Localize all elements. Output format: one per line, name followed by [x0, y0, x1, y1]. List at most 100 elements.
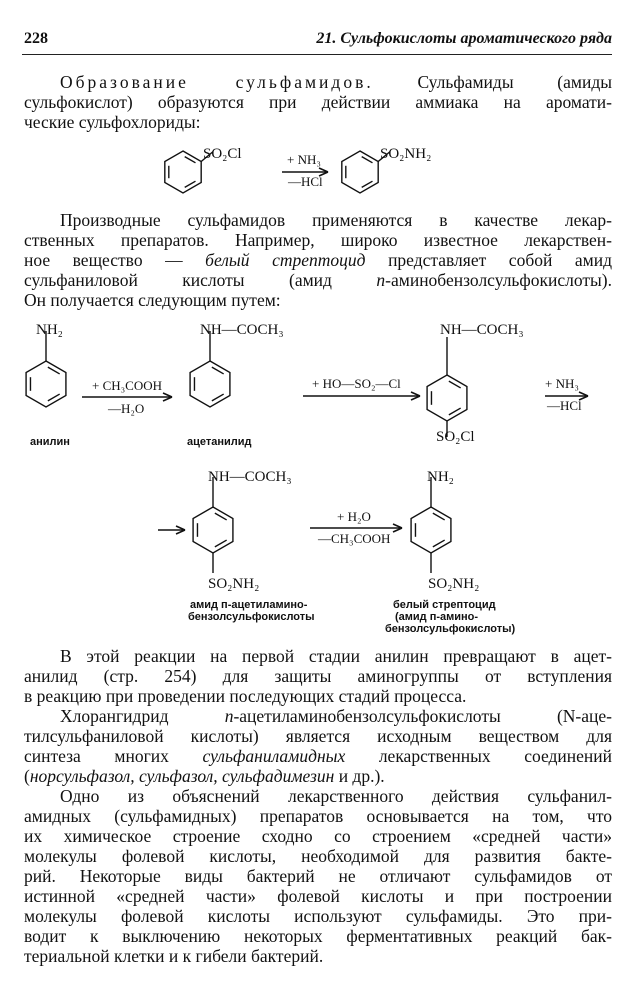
text-line: рий. Некоторые виды бактерий не отличают…: [24, 866, 612, 886]
text-line: амидных (сульфамидных) препаратов основы…: [24, 806, 612, 826]
streptocide-label-2: (амид п-амино-: [395, 611, 478, 623]
text-segment: водит к выключению некоторых ферментатив…: [24, 926, 612, 946]
product-group: SO₂NH₂: [380, 146, 431, 162]
paragraph: Одно из объяснений лекарственного действ…: [24, 786, 612, 966]
step4-add: + H₂O: [337, 509, 371, 524]
text-segment: лекарственных соединений: [345, 746, 612, 766]
text-segment: ческие сульфохлориды:: [24, 112, 201, 132]
step4-remove: —CH₃COOH: [317, 531, 390, 546]
chloride-bottom: SO₂Cl: [436, 429, 475, 445]
double-bond: [47, 393, 61, 402]
bond: [377, 150, 391, 163]
text-line: Образование сульфамидов. Сульфамиды (ами…: [24, 72, 612, 92]
text-segment: Сульфамиды (амиды: [373, 72, 612, 92]
text-segment: Образование сульфамидов.: [60, 72, 374, 92]
text-segment: териальной клетки и к гибели бактерий.: [24, 946, 324, 966]
text-line: териальной клетки и к гибели бактерий.: [24, 946, 612, 966]
text-segment: норсульфазол, сульфазол, сульфадимезин: [29, 766, 335, 786]
text-segment: п: [376, 270, 386, 290]
benzene-ring-icon: [192, 506, 234, 554]
text-line: тилсульфаниловой кислоты) является исход…: [24, 726, 612, 746]
double-bond: [214, 539, 228, 548]
text-segment: ственных препаратов. Например, широко из…: [24, 230, 612, 250]
arrow-head: [162, 396, 173, 402]
reactant-group: SO₂Cl: [203, 146, 242, 162]
amide-top: NH—COCH₃: [208, 469, 292, 485]
text-segment: в реакцию при проведении последующих ста…: [24, 686, 467, 706]
double-bond: [211, 366, 225, 375]
text-line: сульфокислот) образуются при действии ам…: [24, 92, 612, 112]
step3-add: + NH₃: [545, 376, 579, 391]
text-line: ческие сульфохлориды:: [24, 112, 612, 132]
double-bond: [448, 380, 462, 389]
paragraph: Хлорангидрид п-ацетиламинобензолсульфоки…: [24, 706, 612, 786]
text-segment: рий. Некоторые виды бактерий не отличают…: [24, 866, 612, 886]
paragraph: Производные сульфамидов применяются в ка…: [24, 210, 612, 310]
text-segment: молекулы фолевой кислоты используют суль…: [24, 906, 612, 926]
text-segment: тилсульфаниловой кислоты) является исход…: [24, 726, 612, 746]
double-bond: [361, 155, 373, 164]
step1-add: + CH₃COOH: [92, 378, 162, 393]
text-segment: и др.).: [334, 766, 385, 786]
double-bond: [184, 180, 196, 189]
text-line: молекулы фолевой кислоты, необходимой дл…: [24, 846, 612, 866]
text-segment: Хлорангидрид: [60, 706, 225, 726]
step2-add: + HO—SO₂—Cl: [312, 376, 401, 391]
chloride-top: NH—COCH₃: [440, 322, 524, 338]
text-line: водит к выключению некоторых ферментатив…: [24, 926, 612, 946]
text-segment: синтеза многих: [24, 746, 203, 766]
text-segment: представляет собой амид: [365, 250, 613, 270]
arrow-head: [392, 523, 403, 529]
text-line: ное вещество — белый стрептоцид представ…: [24, 250, 612, 270]
benzene-ring-icon: [410, 506, 452, 554]
text-segment: Одно из объяснений лекарственного действ…: [60, 786, 612, 806]
text-line: их химическое строение сходно со строени…: [24, 826, 612, 846]
paragraph: Образование сульфамидов. Сульфамиды (ами…: [24, 72, 612, 132]
double-bond: [432, 539, 446, 548]
header-rule: [22, 54, 612, 55]
arrow-head: [175, 525, 186, 531]
acetanilide-label: ацетанилид: [187, 436, 252, 448]
arrow-head: [392, 527, 403, 533]
streptocide-label-1: белый стрептоцид: [393, 599, 496, 611]
text-segment: В этой реакции на первой стадии анилин п…: [60, 646, 612, 666]
text-segment: сульфаниламидных: [202, 746, 346, 766]
streptocide-bottom: SO₂NH₂: [428, 576, 479, 592]
double-bond: [184, 155, 196, 164]
arrow-head: [318, 171, 329, 177]
text-line: истинной «средней части» фолевой кислоты…: [24, 886, 612, 906]
benzene-ring-icon: [341, 150, 379, 194]
text-segment: п: [224, 706, 234, 726]
text-line: синтеза многих сульфаниламидных лекарств…: [24, 746, 612, 766]
arrow-head: [410, 395, 421, 401]
text-segment: белый стрептоцид: [205, 250, 366, 270]
text-line: сульфаниловой кислоты (амид п-аминобензо…: [24, 270, 612, 290]
reagent-add: + NH₃: [287, 152, 321, 167]
text-line: В этой реакции на первой стадии анилин п…: [24, 646, 612, 666]
text-segment: -аминобензолсульфокислоты).: [385, 270, 612, 290]
double-bond: [211, 393, 225, 402]
text-segment: ное вещество —: [24, 250, 206, 270]
text-segment: амидных (сульфамидных) препаратов основы…: [24, 806, 612, 826]
text-line: Одно из объяснений лекарственного действ…: [24, 786, 612, 806]
text-line: в реакцию при проведении последующих ста…: [24, 686, 612, 706]
amide-bottom: SO₂NH₂: [208, 576, 259, 592]
text-segment: истинной «средней части» фолевой кислоты…: [24, 886, 612, 906]
bond: [200, 150, 214, 163]
streptocide-label-3: бензолсульфокислоты): [385, 623, 516, 635]
text-segment: (: [24, 766, 30, 786]
amide-label-1: амид п-ацетиламино-: [190, 599, 308, 611]
arrow-head: [318, 167, 329, 173]
text-line: ственных препаратов. Например, широко из…: [24, 230, 612, 250]
step1-remove: —H₂O: [107, 401, 144, 416]
arrow-head: [578, 391, 589, 397]
double-bond: [47, 366, 61, 375]
aniline-label: анилин: [30, 436, 70, 448]
double-bond: [448, 407, 462, 416]
text-line: Хлорангидрид п-ацетиламинобензолсульфоки…: [24, 706, 612, 726]
text-segment: -ацетиламинобензолсульфокислоты (N-аце-: [233, 706, 612, 726]
benzene-ring-icon: [25, 360, 67, 408]
text-segment: анилид (стр. 254) для защиты аминогруппы…: [24, 666, 612, 686]
double-bond: [432, 512, 446, 521]
text-segment: Производные сульфамидов применяются в ка…: [60, 210, 612, 230]
